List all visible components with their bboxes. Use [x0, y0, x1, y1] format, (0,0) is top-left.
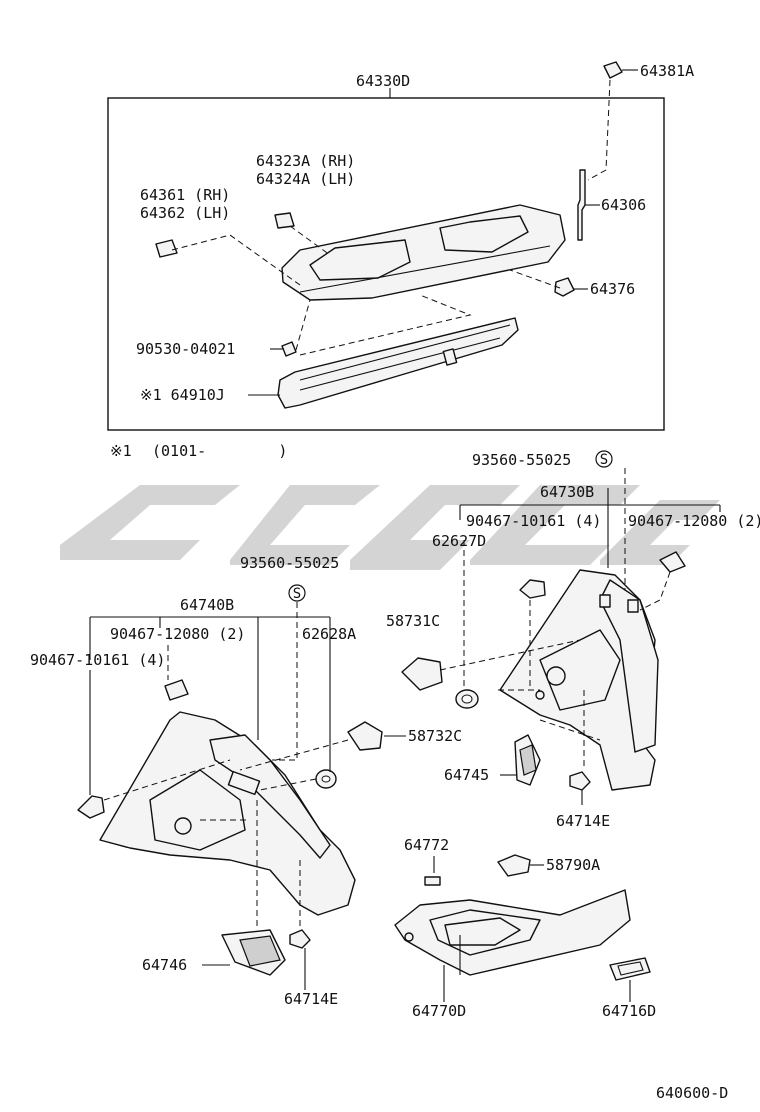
label-90467-10161-right: 90467-10161 (4): [466, 512, 601, 530]
label-64362: 64362 (LH): [140, 204, 230, 222]
label-64910J: ※1 64910J: [140, 386, 225, 404]
label-64714E-right: 64714E: [556, 812, 610, 830]
label-64324A: 64324A (LH): [256, 170, 355, 188]
watermark-logo: [60, 485, 720, 570]
label-64746: 64746: [142, 956, 187, 974]
label-90530-04021: 90530-04021: [136, 340, 235, 358]
label-64730B: 64730B: [540, 483, 594, 501]
cap-58732C: [347, 721, 383, 751]
label-64772: 64772: [404, 836, 449, 854]
label-58790A: 58790A: [546, 856, 600, 874]
label-64770D: 64770D: [412, 1002, 466, 1020]
tag-64772: [424, 876, 441, 886]
svg-text:S: S: [293, 586, 301, 602]
label-64361: 64361 (RH): [140, 186, 230, 204]
clip-90467-12080-r: [659, 551, 686, 573]
label-64376: 64376: [590, 280, 635, 298]
label-64745: 64745: [444, 766, 489, 784]
nut-90530: [281, 341, 297, 357]
label-64714E-left: 64714E: [284, 990, 338, 1008]
label-64306: 64306: [601, 196, 646, 214]
rh-quarter-trim-group: S: [401, 450, 721, 805]
label-64740B: 64740B: [180, 596, 234, 614]
label-64330D: 64330D: [356, 72, 410, 90]
luggage-box-group: [394, 854, 651, 1002]
bolt-64714E-l: [289, 929, 311, 949]
label-90467-12080-left: 90467-12080 (2): [110, 625, 245, 643]
group-frame: [107, 97, 665, 431]
lh-quarter-trim-group: S: [77, 584, 406, 990]
label-58731C: 58731C: [386, 612, 440, 630]
clip-58790A: [497, 854, 531, 877]
diagram-code: 640600-D: [656, 1084, 728, 1102]
clip-90467-10161-l: [77, 795, 105, 819]
clip-64361: [155, 239, 178, 258]
package-tray-panel: [281, 204, 566, 301]
label-64323A: 64323A (RH): [256, 152, 355, 170]
note-range: (0101- ): [152, 442, 287, 460]
label-93560-55025-right: 93560-55025: [472, 451, 571, 469]
tray-trim-strip: [277, 317, 519, 409]
clip-62627D: [519, 579, 546, 599]
label-58732C: 58732C: [408, 727, 462, 745]
part-labels: 64330D 64381A 64323A (RH) 64324A (LH) 64…: [30, 62, 760, 1102]
label-62627D: 62627D: [432, 532, 486, 550]
label-93560-55025-left: 93560-55025: [240, 554, 339, 572]
s-marker-icon-left: [288, 584, 306, 602]
clip-64376: [554, 277, 575, 297]
pad-64716D: [609, 957, 651, 981]
label-62628A: 62628A: [302, 625, 356, 643]
svg-text:S: S: [600, 452, 608, 468]
label-64381A: 64381A: [640, 62, 694, 80]
clip-64381A: [603, 61, 623, 79]
label-90467-10161-left: 90467-10161 (4): [30, 651, 165, 669]
cap-58731C: [401, 657, 443, 691]
hinge-64306: [577, 169, 586, 241]
clip-64323A: [274, 212, 295, 229]
bolt-64714E-r: [569, 771, 591, 791]
note-marker: ※1: [110, 442, 132, 460]
package-tray-group: [107, 61, 665, 431]
clip-90467-12080-l: [164, 679, 189, 701]
label-90467-12080-right: 90467-12080 (2): [628, 512, 760, 530]
label-64716D: 64716D: [602, 1002, 656, 1020]
s-marker-icon-right: [595, 450, 613, 468]
